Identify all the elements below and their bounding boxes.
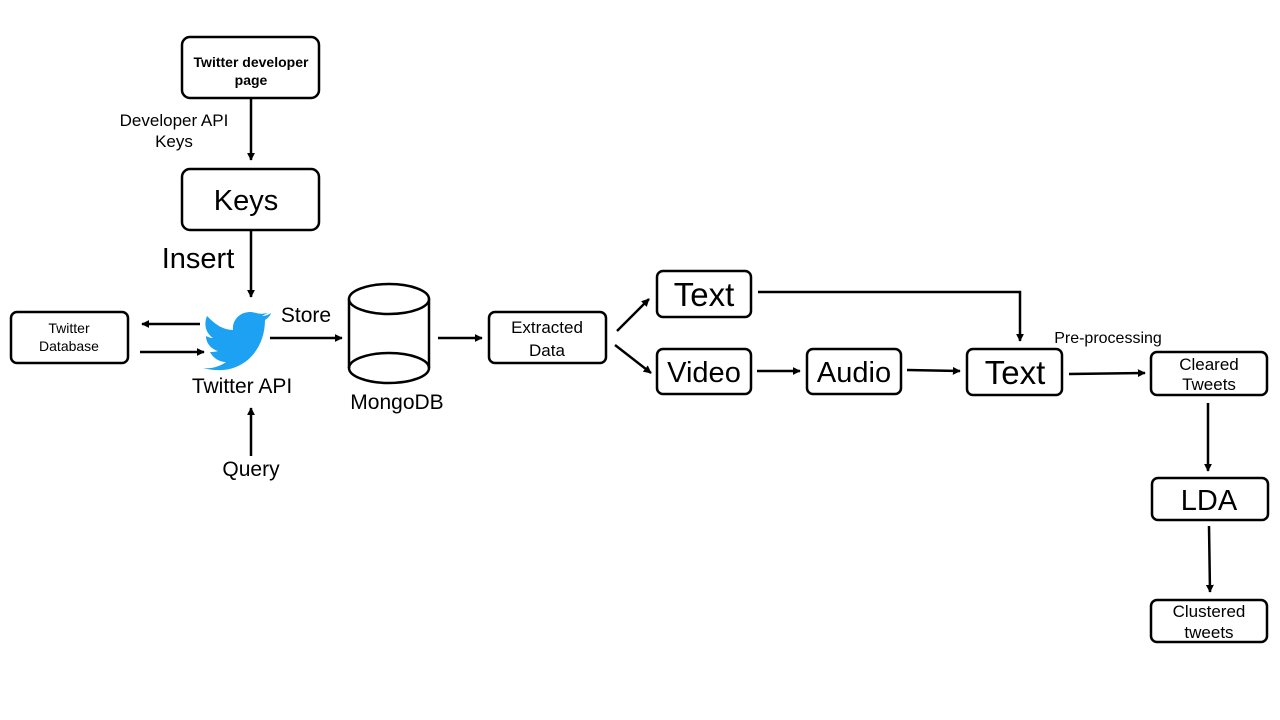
insert-label: Insert — [162, 243, 235, 275]
text-top-label: Text — [674, 276, 735, 313]
keys-node: Keys — [180, 167, 321, 232]
twitter-database-node: Twitter Database — [9, 310, 130, 365]
video-node: Video — [655, 347, 753, 396]
extracted-data-label-line2: Data — [529, 341, 565, 360]
keys-label: Keys — [214, 185, 278, 217]
cleared-tweets-node: Cleared Tweets — [1149, 350, 1269, 397]
lda-label: LDA — [1181, 485, 1238, 517]
text-merged-label: Text — [985, 354, 1046, 391]
arrow-lda-to-clustered — [1205, 525, 1214, 593]
mongodb-label: MongoDB — [350, 391, 443, 414]
cleared-tweets-label-line2: Tweets — [1182, 375, 1236, 394]
mongodb-cylinder-icon — [347, 282, 431, 385]
cleared-tweets-label-line1: Cleared — [1179, 355, 1239, 374]
twitter-developer-page-label-line1: Twitter developer — [194, 54, 309, 70]
developer-api-keys-label-line2: Keys — [155, 132, 193, 151]
clustered-tweets-label-line1: Clustered — [1173, 602, 1246, 621]
arrow-text-to-cleared — [1068, 369, 1146, 378]
arrow-text-to-merged-text — [758, 290, 1024, 342]
twitter-developer-page-node: Twitter developer page — [180, 35, 321, 100]
audio-node: Audio — [805, 347, 903, 396]
lda-node: LDA — [1150, 476, 1270, 522]
twitter-database-label-line1: Twitter — [48, 320, 90, 336]
audio-label: Audio — [817, 357, 891, 389]
video-label: Video — [667, 357, 741, 389]
extracted-data-node: Extracted Data — [487, 310, 608, 365]
text-merged-node: Text — [965, 347, 1064, 397]
text-top-node: Text — [655, 269, 753, 319]
arrow-extracted-to-video — [614, 344, 652, 374]
clustered-tweets-label-line2: tweets — [1184, 623, 1233, 642]
pre-processing-label: Pre-processing — [1054, 330, 1162, 347]
arrow-audio-to-text — [906, 366, 961, 375]
twitter-developer-page-label-line2: page — [235, 72, 268, 88]
extracted-data-label-line1: Extracted — [511, 318, 583, 337]
twitter-database-label-line2: Database — [39, 338, 99, 354]
arrow-extracted-to-text — [616, 298, 650, 332]
twitter-bird-icon — [203, 312, 271, 371]
developer-api-keys-label-line1: Developer API — [120, 111, 229, 130]
twitter-api-label: Twitter API — [192, 375, 292, 398]
clustered-tweets-node: Clustered tweets — [1149, 598, 1269, 644]
store-label: Store — [281, 304, 331, 327]
query-label: Query — [222, 458, 280, 481]
